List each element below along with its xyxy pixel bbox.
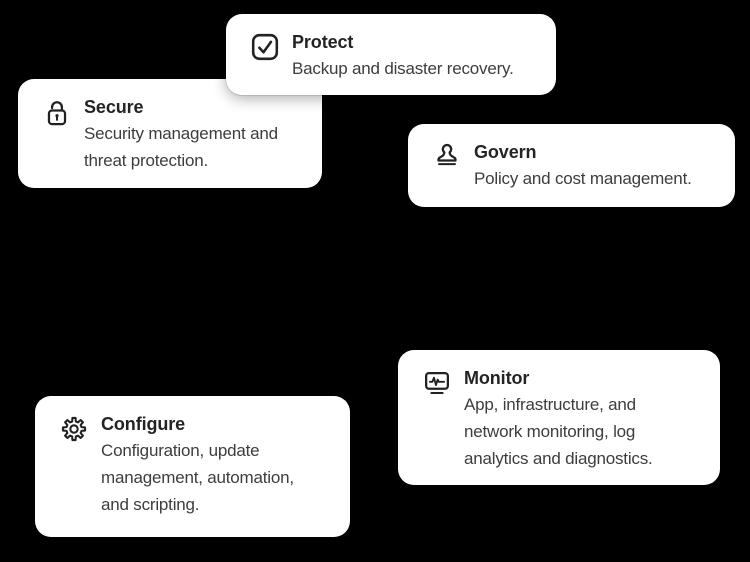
card-title: Govern <box>474 142 537 162</box>
card-monitor: Monitor App, infrastructure, and network… <box>398 350 720 485</box>
card-configure-text: Configure Configuration, update manageme… <box>101 411 294 518</box>
card-secure: Secure Security management and threat pr… <box>18 79 322 188</box>
card-description: Configuration, update management, automa… <box>101 441 294 514</box>
checkbox-check-icon <box>248 30 282 64</box>
card-description: Security management and threat protectio… <box>84 124 278 170</box>
stamp-icon <box>430 140 464 174</box>
card-description: App, infrastructure, and network monitor… <box>464 395 653 468</box>
card-description: Backup and disaster recovery. <box>292 59 514 78</box>
card-govern-text: Govern Policy and cost management. <box>474 139 692 192</box>
card-configure: Configure Configuration, update manageme… <box>35 396 350 537</box>
card-protect-text: Protect Backup and disaster recovery. <box>292 29 514 82</box>
card-title: Configure <box>101 414 186 434</box>
card-title: Secure <box>84 97 144 117</box>
card-secure-text: Secure Security management and threat pr… <box>84 94 278 174</box>
card-description: Policy and cost management. <box>474 169 692 188</box>
card-govern: Govern Policy and cost management. <box>408 124 735 207</box>
card-monitor-text: Monitor App, infrastructure, and network… <box>464 365 653 472</box>
lock-icon <box>40 95 74 129</box>
monitor-pulse-icon <box>420 366 454 400</box>
card-protect: Protect Backup and disaster recovery. <box>226 14 556 95</box>
card-title: Monitor <box>464 368 530 388</box>
gear-icon <box>57 412 91 446</box>
card-title: Protect <box>292 32 354 52</box>
